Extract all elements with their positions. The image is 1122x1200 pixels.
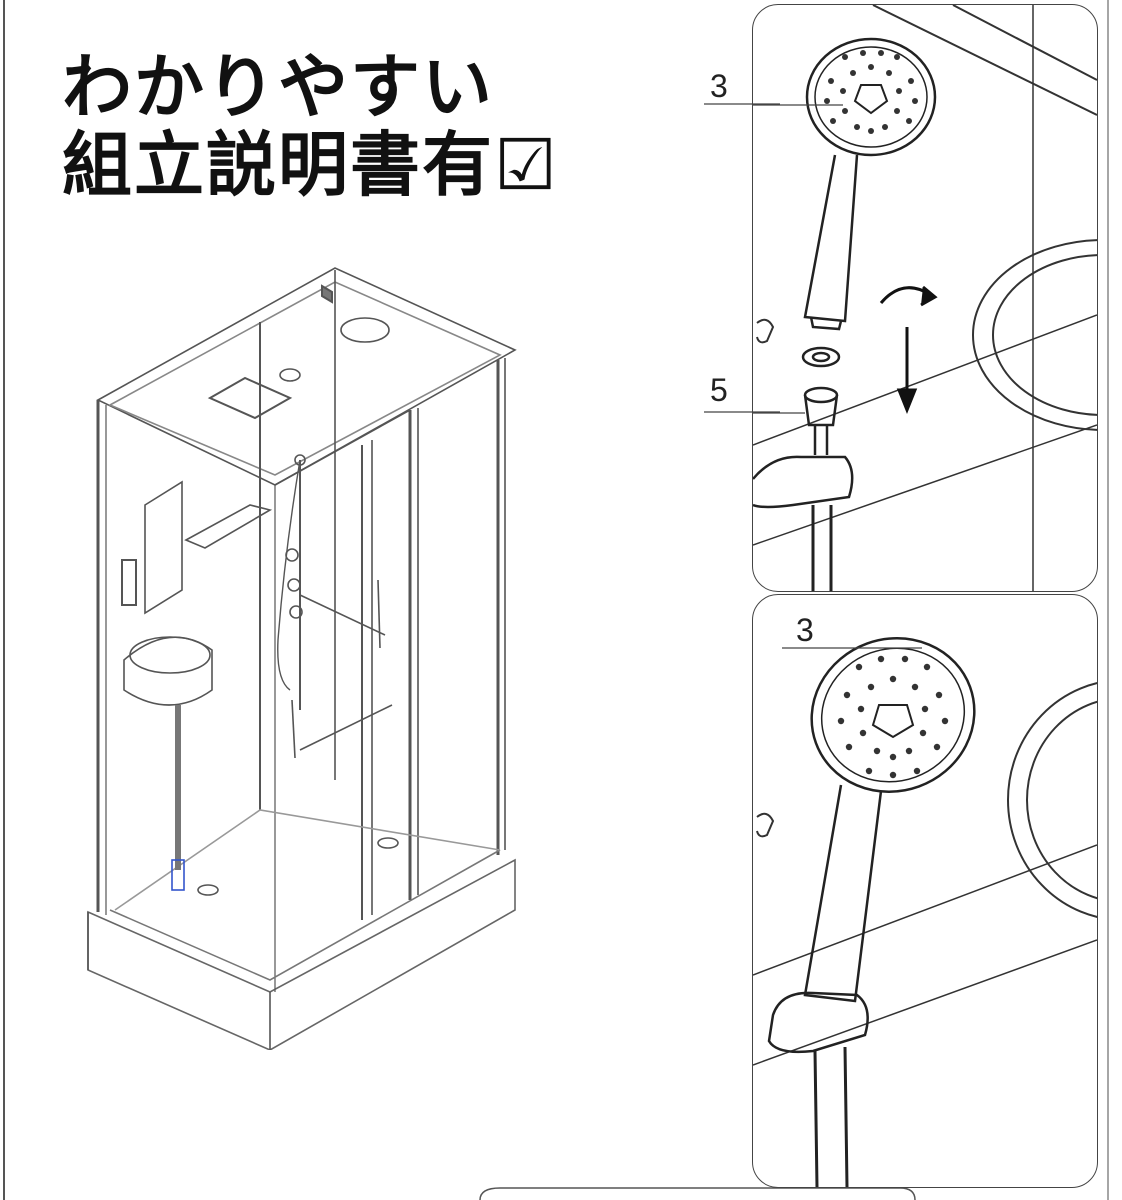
washer-ring-icon: [801, 346, 841, 368]
hose-connector-icon: [753, 386, 854, 591]
callout-3-top: 3: [710, 68, 728, 104]
detail-panel-top: [752, 4, 1098, 592]
down-arrow-icon: [896, 327, 918, 415]
headline-line-1: わかりやすい: [62, 46, 494, 128]
headline-line-2: 組立説明書有☑: [62, 124, 559, 206]
leader-lines-top: [704, 103, 780, 413]
shower-cabin-illustration: [87, 267, 517, 1050]
leader-line-bottom: [782, 647, 922, 649]
shower-head-icon: [767, 637, 976, 1187]
shower-head-icon: [803, 37, 937, 331]
detail-panel-bottom: [752, 594, 1098, 1188]
rotate-arrow-icon: [879, 285, 938, 307]
callout-5-top: 5: [710, 372, 728, 408]
callout-3-bottom: 3: [796, 612, 814, 648]
